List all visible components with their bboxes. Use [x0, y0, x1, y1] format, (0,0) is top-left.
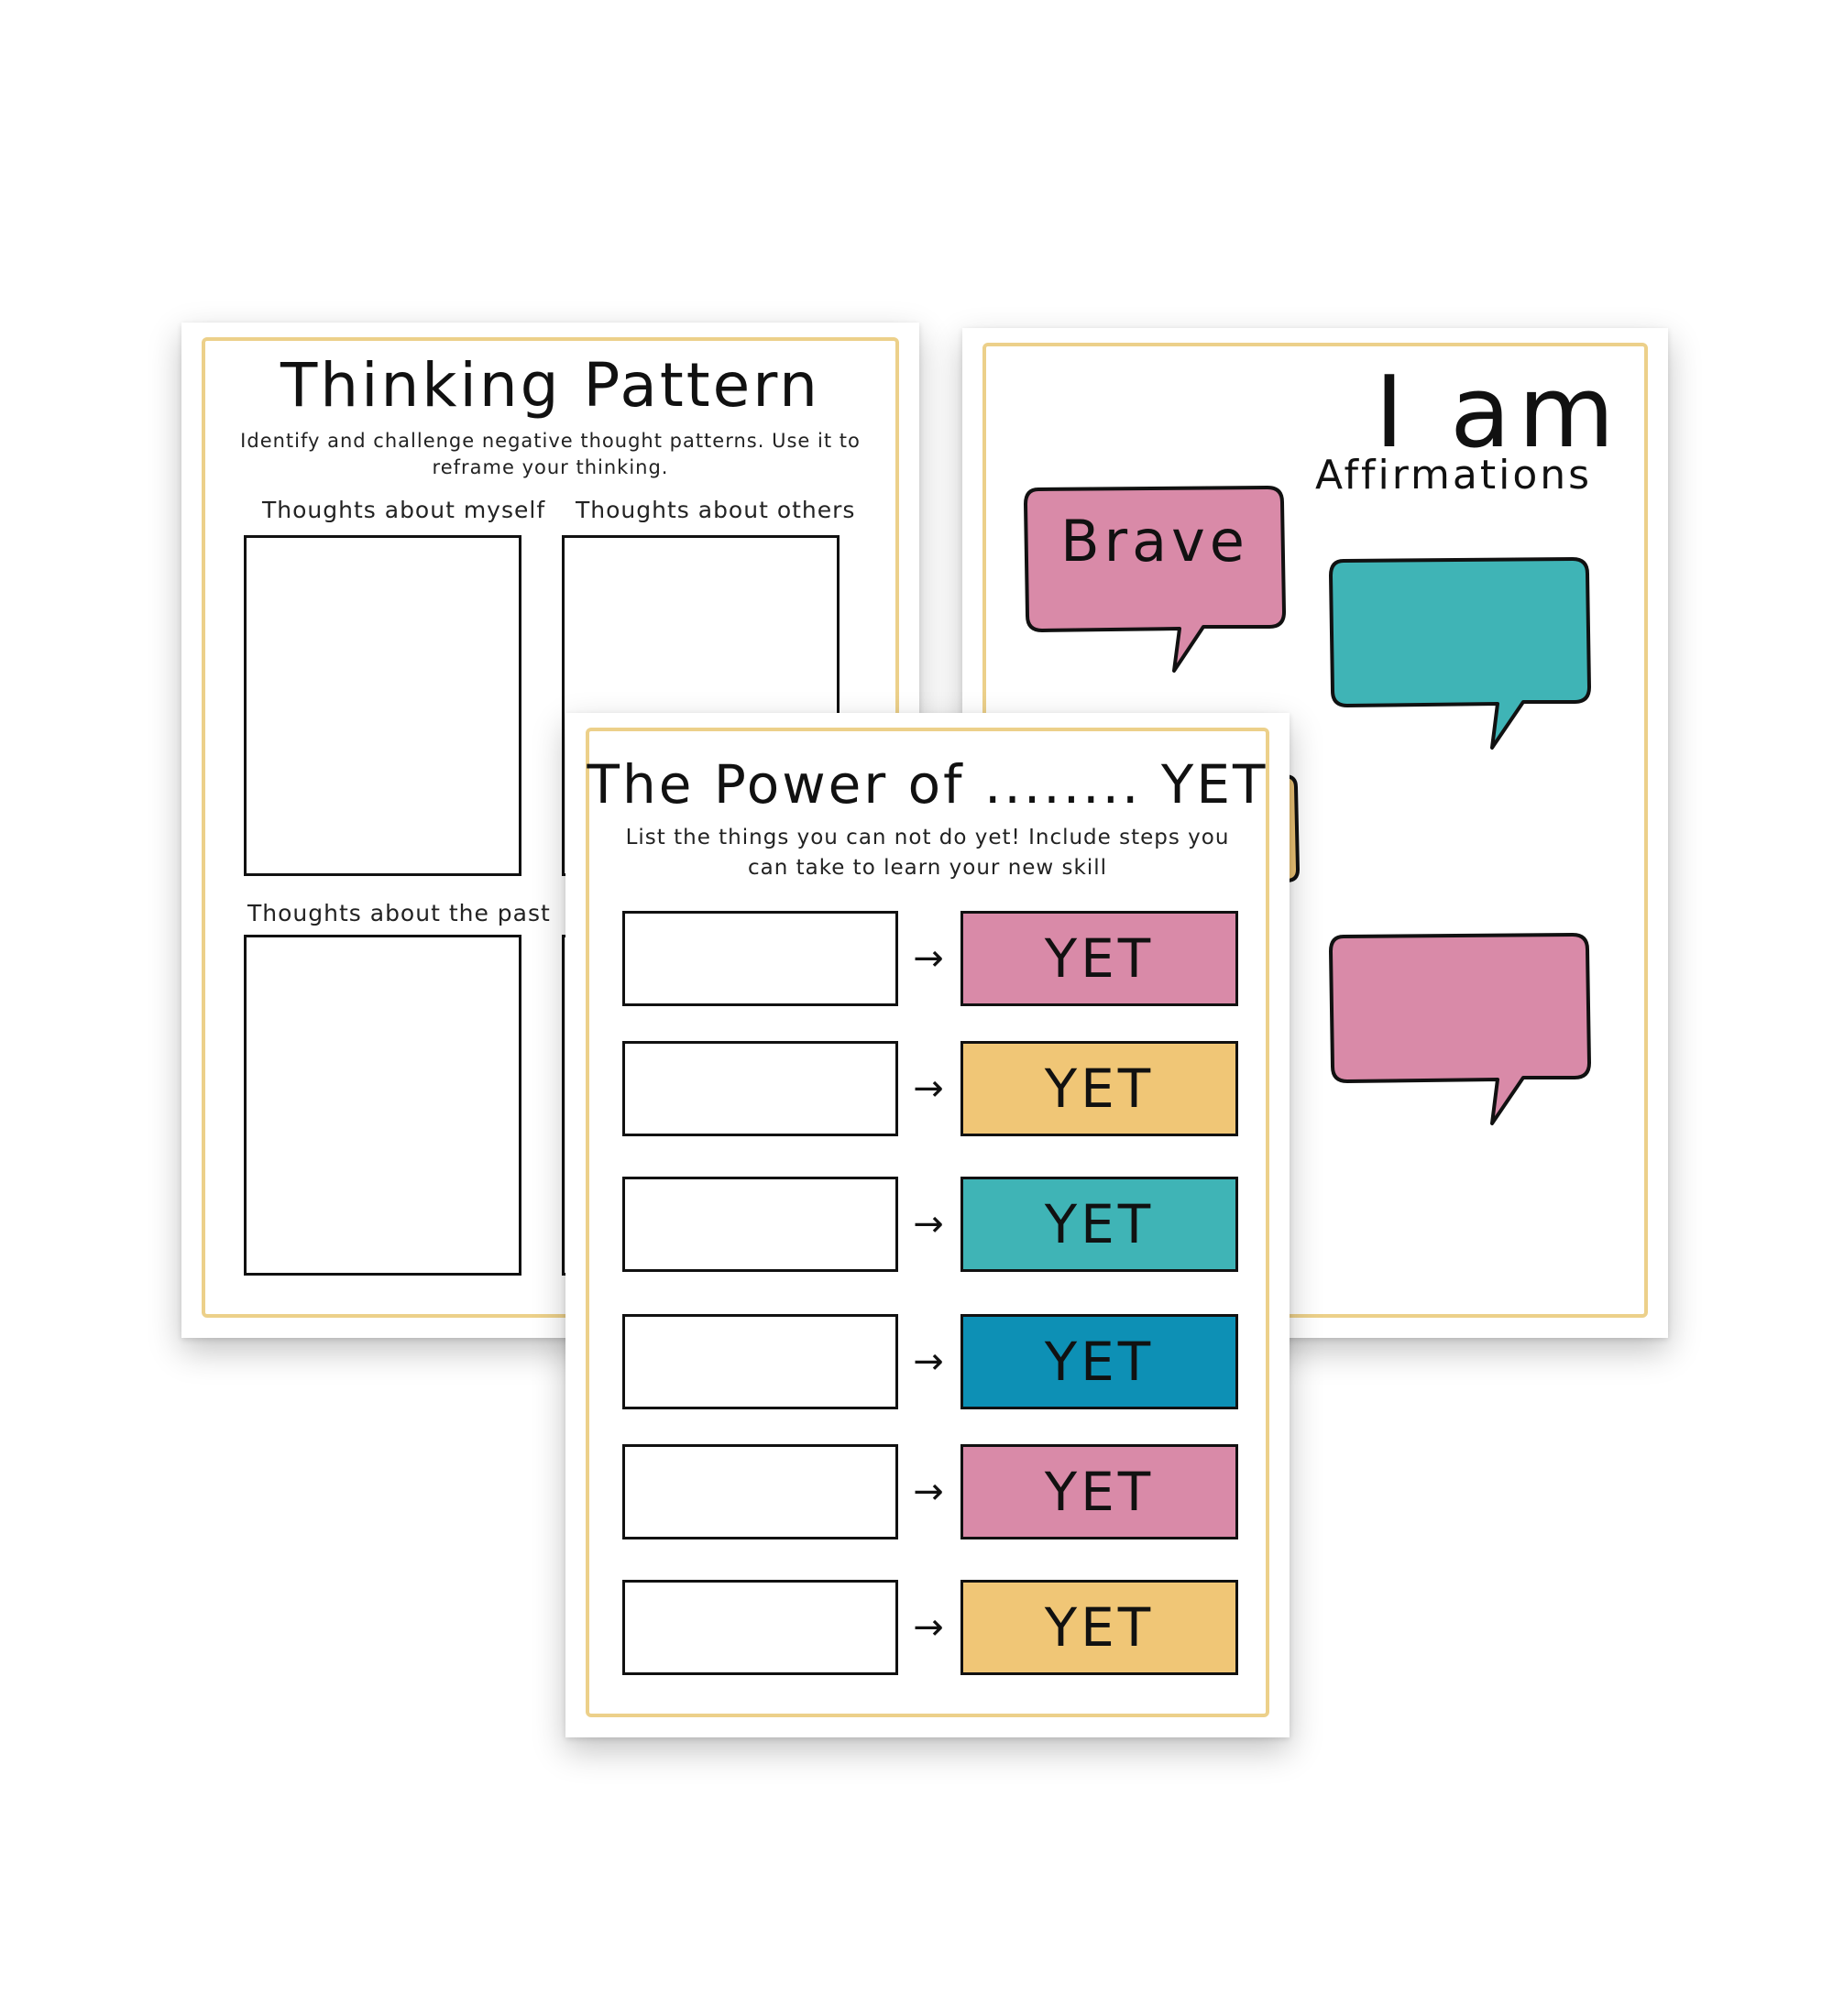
arrow-right-icon: →: [913, 1203, 944, 1245]
affirmations-heading: I am: [1375, 356, 1622, 470]
arrow-right-icon: →: [913, 1471, 944, 1513]
worksheet-title: Thinking Pattern: [280, 350, 821, 421]
worksheet-title: The Power of ........ YET: [587, 753, 1268, 816]
skill-input-box[interactable]: [622, 1314, 898, 1409]
yet-box: YET: [960, 1041, 1238, 1136]
yet-row: → YET: [622, 1041, 1238, 1136]
yet-row: → YET: [622, 911, 1238, 1006]
yet-box: YET: [960, 911, 1238, 1006]
speech-bubble-empty[interactable]: [1327, 931, 1593, 1128]
skill-input-box[interactable]: [622, 1580, 898, 1675]
section-label-myself: Thoughts about myself: [262, 497, 546, 523]
speech-bubble-empty[interactable]: [1327, 555, 1593, 752]
affirmations-subheading: Affirmations: [1315, 452, 1593, 499]
speech-bubble-shape: [1024, 486, 1286, 673]
bubble-text: Brave: [1060, 508, 1249, 575]
yet-row: → YET: [622, 1177, 1238, 1272]
yet-row: → YET: [622, 1314, 1238, 1409]
yet-box: YET: [960, 1580, 1238, 1675]
yet-box: YET: [960, 1177, 1238, 1272]
yet-box: YET: [960, 1444, 1238, 1539]
yet-row: → YET: [622, 1444, 1238, 1539]
arrow-right-icon: →: [913, 1068, 944, 1110]
arrow-right-icon: →: [913, 1606, 944, 1649]
skill-input-box[interactable]: [622, 1444, 898, 1539]
speech-bubble-brave[interactable]: Brave: [1022, 484, 1288, 676]
skill-input-box[interactable]: [622, 911, 898, 1006]
yet-row: → YET: [622, 1580, 1238, 1675]
speech-bubble-shape: [1329, 933, 1591, 1125]
section-label-others: Thoughts about others: [576, 497, 856, 523]
speech-bubble-shape: [1329, 557, 1591, 750]
writing-box-myself[interactable]: [244, 535, 521, 876]
arrow-right-icon: →: [913, 1341, 944, 1383]
skill-input-box[interactable]: [622, 1041, 898, 1136]
arrow-right-icon: →: [913, 937, 944, 980]
worksheet-subtitle: Identify and challenge negative thought …: [240, 430, 861, 478]
section-label-past: Thoughts about the past: [247, 900, 551, 926]
yet-box: YET: [960, 1314, 1238, 1409]
power-of-yet-worksheet: The Power of ........ YET List the thing…: [565, 713, 1290, 1737]
skill-input-box[interactable]: [622, 1177, 898, 1272]
writing-box-past[interactable]: [244, 935, 521, 1276]
worksheet-subtitle: List the things you can not do yet! Incl…: [625, 826, 1230, 880]
decorative-frame: [586, 728, 1269, 1717]
